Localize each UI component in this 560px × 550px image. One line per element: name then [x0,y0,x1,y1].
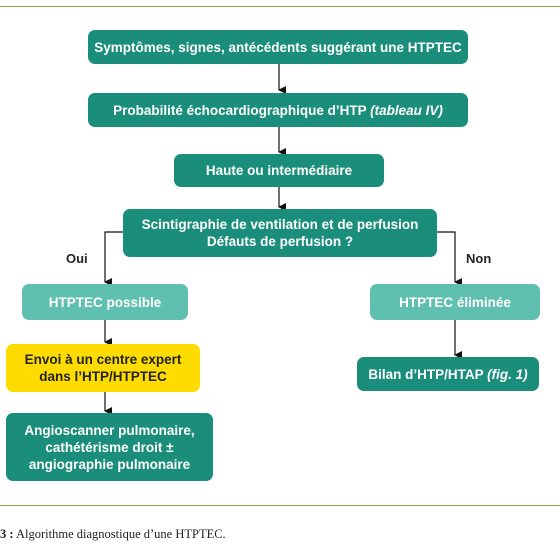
node-angio-line2: cathétérisme droit ± [45,439,174,455]
node-htptec-possible: HTPTEC possible [22,284,188,320]
node-envoi-centre-expert: Envoi à un centre expert dans l’HTP/HTPT… [6,344,200,392]
node-bilan-label: Bilan d’HTP/HTAP [368,366,484,382]
bottom-border [0,505,560,506]
caption-prefix: 3 : [0,527,14,541]
node-symptomes-label: Symptômes, signes, antécédents suggérant… [94,39,462,55]
node-symptomes: Symptômes, signes, antécédents suggérant… [88,30,468,64]
arrow-scinti-oui [104,231,123,286]
caption-text: Algorithme diagnostique d’une HTPTEC. [15,527,226,541]
figure-caption: 3 : Algorithme diagnostique d’une HTPTEC… [0,527,226,542]
node-angioscanner: Angioscanner pulmonaire, cathétérisme dr… [6,413,213,481]
node-envoi-line1: Envoi à un centre expert [24,352,182,367]
node-bilan: Bilan d’HTP/HTAP (fig. 1) [357,357,539,391]
node-scintigraphie: Scintigraphie de ventilation et de perfu… [123,209,437,257]
node-scinti-line1: Scintigraphie de ventilation et de perfu… [141,217,419,232]
node-angio-line3: angiographie pulmonaire [28,456,191,472]
node-haute: Haute ou intermédiaire [174,154,384,187]
node-envoi-line2: dans l’HTP/HTPTEC [39,369,167,384]
node-probabilite-ref: (tableau IV) [370,102,443,118]
node-probabilite: Probabilité échocardiographique d’HTP (t… [88,93,468,127]
node-scinti-line2: Défauts de perfusion ? [206,234,354,249]
node-probabilite-text: Probabilité échocardiographique d’HTP (t… [113,102,443,119]
node-probabilite-label: Probabilité échocardiographique d’HTP [113,102,367,118]
node-htptec-eliminee: HTPTEC éliminée [370,284,540,320]
label-non: Non [466,251,492,266]
arrow-scinti-non [437,231,462,286]
node-possible-label: HTPTEC possible [48,294,162,310]
top-border [0,6,560,7]
node-bilan-text: Bilan d’HTP/HTAP (fig. 1) [368,366,527,383]
node-angio-line1: Angioscanner pulmonaire, [24,422,195,438]
node-haute-label: Haute ou intermédiaire [205,163,353,178]
label-oui: Oui [66,251,88,266]
node-bilan-ref: (fig. 1) [487,366,528,382]
node-eliminee-label: HTPTEC éliminée [399,294,511,310]
